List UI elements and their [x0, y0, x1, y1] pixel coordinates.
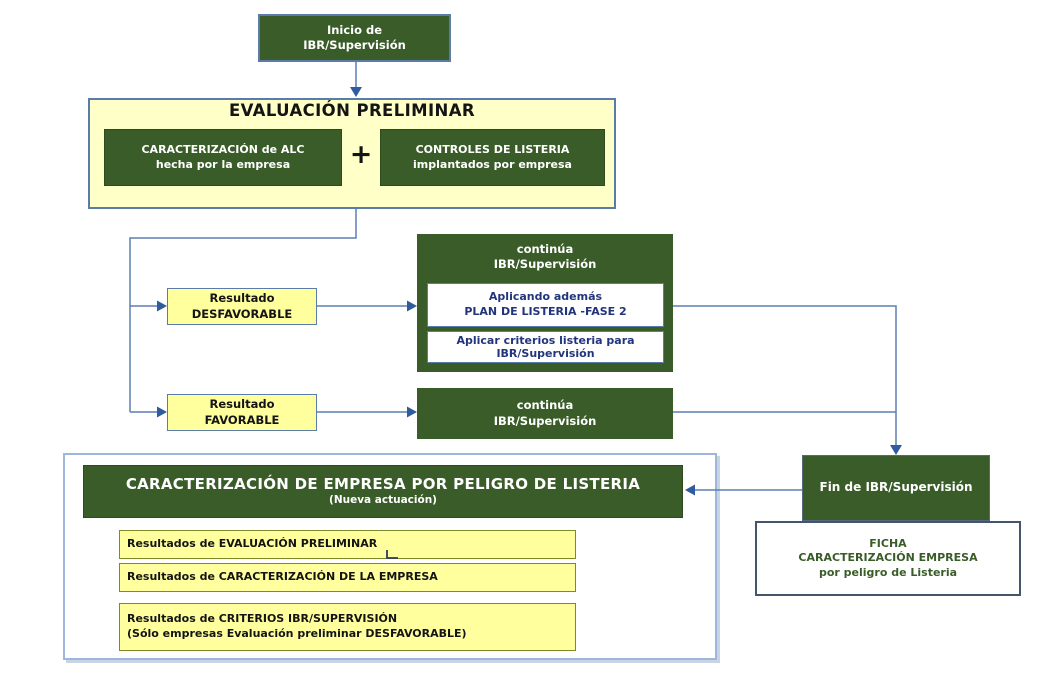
- ficha-line1: FICHA: [869, 536, 907, 550]
- result-unfavorable-node: Resultado DESFAVORABLE: [167, 288, 317, 325]
- plan-listeria-line1: Aplicando además: [488, 290, 603, 304]
- result-favorable-line1: Resultado: [209, 397, 275, 412]
- company-alc-node: CARACTERIZACIÓN de ALC hecha por la empr…: [104, 129, 342, 186]
- characterization-item-company-label: Resultados de CARACTERIZACIÓN DE LA EMPR…: [127, 570, 438, 584]
- criteria-listeria-line2: IBR/Supervisión: [496, 347, 595, 360]
- company-alc-line2: hecha por la empresa: [155, 157, 291, 171]
- ficha-node: FICHA CARACTERIZACIÓN EMPRESA por peligr…: [755, 521, 1021, 596]
- arrowhead-right-favorable: [157, 406, 167, 418]
- plus-sign: +: [349, 139, 373, 170]
- plan-listeria-line2: PLAN DE LISTERIA -FASE 2: [464, 305, 627, 318]
- line-continue-unfavorable-to-end: [673, 305, 897, 445]
- end-node-label: Fin de IBR/Supervisión: [819, 480, 973, 495]
- ficha-line2: CARACTERIZACIÓN EMPRESA: [798, 551, 978, 565]
- arrowhead-right-unfavorable: [157, 300, 167, 312]
- preliminary-evaluation-title: EVALUACIÓN PRELIMINAR: [228, 101, 476, 120]
- characterization-item-criteria-line2: (Sólo empresas Evaluación preliminar DES…: [127, 627, 467, 640]
- criteria-listeria-line1: Aplicar criterios listeria para: [456, 333, 635, 347]
- listeria-controls-line1: CONTROLES DE LISTERIA: [415, 142, 570, 156]
- arrowhead-down-preliminary: [350, 87, 362, 97]
- characterization-item-criteria-line1: Resultados de CRITERIOS IBR/SUPERVISIÓN: [127, 612, 398, 626]
- start-node-label-line1: Inicio de: [326, 22, 383, 37]
- ficha-line3: por peligro de Listeria: [818, 565, 958, 579]
- start-node: Inicio de IBR/Supervisión: [258, 14, 451, 62]
- arrowhead-down-end: [890, 445, 902, 455]
- continue-favorable-line2: IBR/Supervisión: [493, 413, 597, 428]
- continue-unfavorable-line2: IBR/Supervisión: [493, 257, 597, 272]
- company-alc-line1: CARACTERIZACIÓN de ALC: [141, 142, 305, 156]
- characterization-item-company: Resultados de CARACTERIZACIÓN DE LA EMPR…: [119, 563, 576, 592]
- characterization-header: CARACTERIZACIÓN DE EMPRESA POR PELIGRO D…: [83, 465, 683, 518]
- plan-listeria-subnode: Aplicando además PLAN DE LISTERIA -FASE …: [427, 283, 664, 327]
- characterization-item-preliminary: Resultados de EVALUACIÓN PRELIMINAR: [119, 530, 576, 559]
- characterization-item-preliminary-label: Resultados de EVALUACIÓN PRELIMINAR: [127, 537, 378, 551]
- result-unfavorable-line2: DESFAVORABLE: [191, 306, 293, 321]
- result-favorable-line2: FAVORABLE: [204, 412, 280, 427]
- listeria-controls-line2: implantados por empresa: [413, 157, 572, 171]
- continue-favorable-line1: continúa: [516, 398, 574, 413]
- listeria-controls-node: CONTROLES DE LISTERIA implantados por em…: [380, 129, 605, 186]
- characterization-title: CARACTERIZACIÓN DE EMPRESA POR PELIGRO D…: [125, 475, 641, 494]
- criteria-listeria-subnode: Aplicar criterios listeria para IBR/Supe…: [427, 331, 664, 363]
- continue-favorable-node: continúa IBR/Supervisión: [417, 388, 673, 439]
- arrowhead-right-continue-unfavorable: [407, 300, 417, 312]
- arrowhead-right-continue-favorable: [407, 406, 417, 418]
- characterization-subtitle: (Nueva actuación): [329, 494, 437, 507]
- end-node: Fin de IBR/Supervisión: [802, 455, 990, 521]
- start-node-label-line2: IBR/Supervisión: [303, 38, 406, 52]
- characterization-item-criteria: Resultados de CRITERIOS IBR/SUPERVISIÓN …: [119, 603, 576, 651]
- result-unfavorable-line1: Resultado: [209, 291, 275, 306]
- continue-unfavorable-line1: continúa: [516, 242, 574, 256]
- result-favorable-node: Resultado FAVORABLE: [167, 394, 317, 431]
